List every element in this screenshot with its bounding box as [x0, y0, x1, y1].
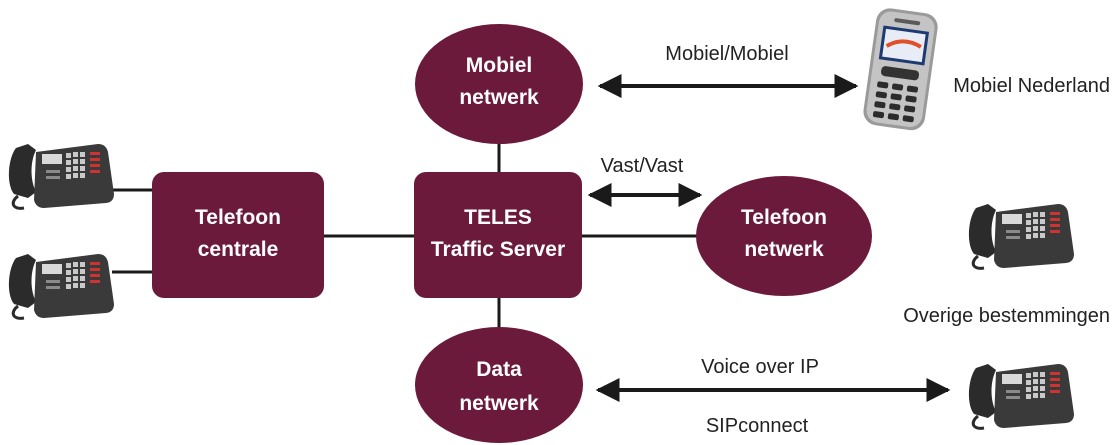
node-label-line2: netwerk: [744, 238, 824, 261]
node-label-line2: netwerk: [459, 86, 539, 109]
node-label-line2: Traffic Server: [431, 238, 565, 261]
node-telefoon-centrale: Telefoon centrale: [152, 172, 324, 298]
mobile-phone-icon: [863, 8, 938, 131]
node-label-line2: centrale: [198, 238, 279, 261]
label-mobiel-mobiel: Mobiel/Mobiel: [665, 43, 788, 65]
node-telefoon-netwerk: Telefoon netwerk: [696, 176, 872, 296]
node-label-line1: TELES: [464, 206, 532, 229]
node-shape: [152, 172, 324, 298]
desk-phone-icon: [967, 362, 1076, 430]
node-shape: [414, 172, 582, 298]
node-label-line1: Telefoon: [195, 206, 281, 229]
node-shape: [415, 24, 583, 144]
node-shape: [696, 176, 872, 296]
node-mobiel-netwerk: Mobiel netwerk: [415, 24, 583, 144]
node-label-line1: Mobiel: [466, 54, 533, 77]
node-teles-server: TELES Traffic Server: [414, 172, 582, 298]
node-label-line1: Data: [476, 358, 522, 381]
node-shape: [415, 327, 583, 443]
label-vast-vast: Vast/Vast: [601, 155, 684, 177]
desk-phone-icon: [7, 142, 116, 210]
node-data-netwerk: Data netwerk: [415, 327, 583, 443]
desk-phone-icon: [967, 202, 1076, 270]
label-mobiel-nederland: Mobiel Nederland: [953, 75, 1110, 97]
connection-lines: [112, 140, 966, 328]
node-label-line1: Telefoon: [741, 206, 827, 229]
label-sipconnect: SIPconnect: [706, 415, 809, 437]
label-voice-over-ip: Voice over IP: [701, 356, 819, 378]
label-overige-bestemmingen: Overige bestemmingen: [903, 305, 1110, 327]
node-label-line2: netwerk: [459, 392, 539, 415]
arrows: [587, 74, 951, 402]
desk-phone-icon: [7, 252, 116, 320]
